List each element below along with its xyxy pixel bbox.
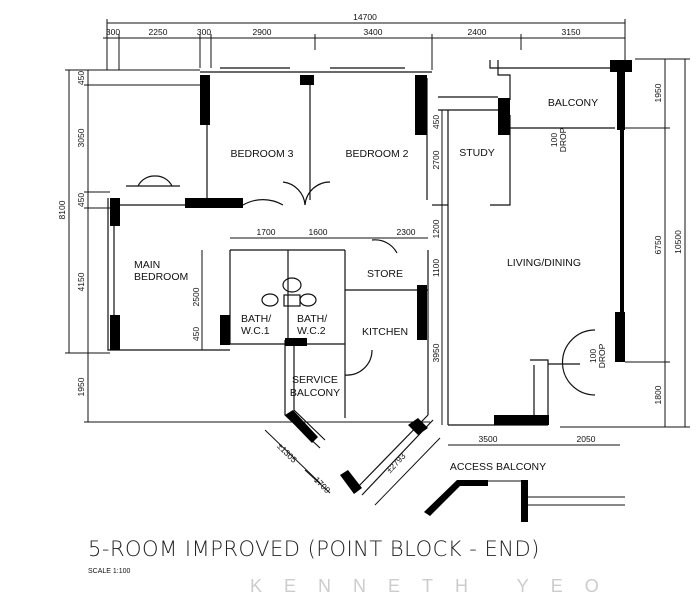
watermark: KENNETH YEO	[250, 576, 621, 596]
dim: 450	[191, 327, 201, 341]
dim: 450	[431, 115, 441, 129]
plan-scale: SCALE 1:100	[88, 568, 131, 575]
dim: 1950	[76, 377, 86, 396]
dim-total: 10500	[673, 230, 683, 254]
dim: 4150	[76, 272, 86, 291]
drop-label: DROP	[558, 127, 568, 152]
dim: 3150	[562, 27, 581, 37]
room-bath2: BATH/	[297, 313, 327, 325]
room-access-balcony: ACCESS BALCONY	[450, 461, 546, 473]
dim: 3500	[479, 434, 498, 444]
drop-label: 100	[588, 349, 598, 363]
inner-dimensions: 1700 1600 2300 2500 450 450 2700 1200 11…	[191, 115, 607, 496]
room-study: STUDY	[459, 147, 495, 159]
dim: 2500	[191, 287, 201, 306]
room-labels: BEDROOM 3 BEDROOM 2 MAIN BEDROOM BATH/ W…	[134, 97, 598, 473]
room-store: STORE	[367, 268, 403, 280]
room-bedroom2: BEDROOM 2	[345, 148, 408, 160]
drop-label: DROP	[597, 343, 607, 368]
dim: 2050	[577, 434, 596, 444]
right-dimensions: 1950 6750 1800 10500	[560, 58, 690, 428]
dim: 2700	[431, 150, 441, 169]
dim-total: 8100	[57, 200, 67, 219]
room-service-balcony: BALCONY	[290, 387, 340, 399]
dim: 1950	[653, 83, 663, 102]
dim: 1200	[431, 219, 441, 238]
dim: 1600	[309, 227, 328, 237]
dim: 300	[197, 27, 211, 37]
dim: 2300	[397, 227, 416, 237]
room-bath1: W.C.1	[241, 325, 270, 337]
dim: 450	[76, 193, 86, 207]
walls	[107, 60, 632, 522]
plan-title: 5-ROOM IMPROVED (POINT BLOCK - END)	[88, 537, 540, 561]
drop-label: 100	[549, 133, 559, 147]
dim: 3050	[76, 128, 86, 147]
left-dimensions: 8100 450 3050 450 4150 1950	[57, 69, 430, 423]
dim: 1100	[431, 259, 441, 278]
dim: 3400	[364, 27, 383, 37]
dim: 300	[106, 27, 120, 37]
dim: ±2793	[384, 451, 408, 475]
room-balcony: BALCONY	[548, 97, 598, 109]
room-main-bedroom: MAIN	[134, 259, 160, 271]
room-service-balcony: SERVICE	[292, 374, 338, 386]
top-dimensions: 14700 300 2250 300 2900 3400 2400 3150	[103, 12, 626, 70]
dim: 1700	[257, 227, 276, 237]
room-main-bedroom: BEDROOM	[134, 271, 188, 283]
room-bath1: BATH/	[241, 313, 271, 325]
dim-total: 14700	[353, 12, 377, 22]
room-bath2: W.C.2	[297, 325, 326, 337]
dim: ±1305	[275, 441, 299, 465]
dim: 450	[76, 71, 86, 85]
inner-dimension-lines	[201, 110, 620, 506]
dim: 2900	[253, 27, 272, 37]
room-kitchen: KITCHEN	[362, 326, 408, 338]
dim: 3950	[431, 343, 441, 362]
dim: 2400	[468, 27, 487, 37]
dim: 6750	[653, 235, 663, 254]
room-bedroom3: BEDROOM 3	[230, 148, 293, 160]
dim: 1800	[653, 385, 663, 404]
room-living-dining: LIVING/DINING	[507, 257, 581, 269]
dim: 2250	[149, 27, 168, 37]
